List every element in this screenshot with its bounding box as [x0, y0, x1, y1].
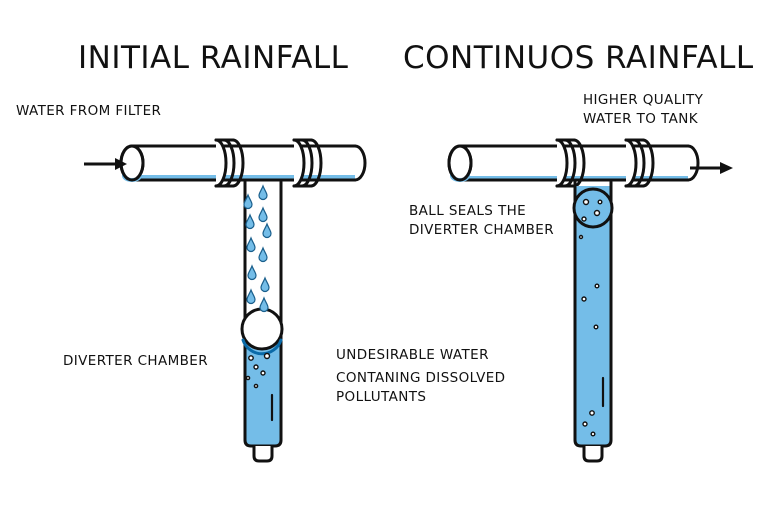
- label-higher-quality-water: HIGHER QUALITY WATER TO TANK: [583, 91, 703, 129]
- label-ball-seals-line2: DIVERTER CHAMBER: [409, 222, 555, 238]
- sealing-ball-right: [572, 187, 614, 229]
- outlet-arrow-icon: [690, 162, 733, 174]
- continuous-rainfall-diverter: [447, 138, 700, 463]
- coupling-rings-left: [214, 138, 323, 188]
- label-diverter-chamber: DIVERTER CHAMBER: [63, 353, 209, 369]
- label-higher-quality-line2: WATER TO TANK: [583, 111, 698, 127]
- inlet-arrow-icon: [84, 158, 127, 170]
- label-ball-seals: BALL SEALS THE DIVERTER CHAMBER: [409, 202, 554, 240]
- title-continuous-rainfall: CONTINUOS RAINFALL: [403, 40, 754, 76]
- label-undesirable-water: UNDESIRABLE WATER CONTANING DISSOLVED PO…: [336, 346, 505, 407]
- bubbles-left: [245, 352, 271, 389]
- label-undesirable-line2: CONTANING DISSOLVED: [336, 370, 506, 386]
- bubbles-right: [578, 198, 603, 437]
- floating-ball-left: [240, 307, 284, 351]
- label-undesirable-line3: POLLUTANTS: [336, 389, 427, 405]
- label-higher-quality-line1: HIGHER QUALITY: [583, 92, 704, 108]
- label-undesirable-line1: UNDESIRABLE WATER: [336, 347, 489, 363]
- label-water-from-filter: WATER FROM FILTER: [16, 103, 162, 119]
- water-drops: [243, 185, 272, 313]
- title-initial-rainfall: INITIAL RAINFALL: [78, 40, 349, 76]
- label-ball-seals-line1: BALL SEALS THE: [409, 203, 527, 219]
- coupling-rings-right: [555, 138, 655, 188]
- initial-rainfall-diverter: [119, 138, 367, 463]
